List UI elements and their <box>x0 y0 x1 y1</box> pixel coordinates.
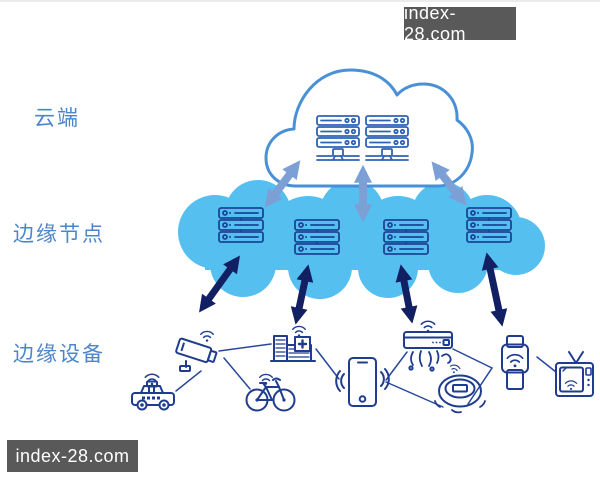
robot-vacuum-icon <box>434 363 486 414</box>
top-border-line <box>0 0 600 2</box>
air-conditioner-icon <box>403 320 453 372</box>
edge-device-arrows <box>199 252 508 327</box>
device-connection-lines <box>175 343 557 408</box>
label-cloud-layer: 云端 <box>34 107 80 130</box>
watermark-top-right: index-28.com <box>404 3 516 44</box>
bicycle-icon <box>245 373 296 412</box>
taxi-icon <box>131 373 175 411</box>
cloud-edge-arrows <box>264 160 467 223</box>
label-edge-node-layer: 边缘节点 <box>13 223 105 246</box>
cctv-camera-icon <box>175 330 218 372</box>
label-edge-device-layer: 边缘设备 <box>13 343 105 366</box>
smartphone-icon <box>335 357 390 407</box>
tv-icon <box>555 351 594 397</box>
hospital-building-icon <box>270 325 316 362</box>
watermark-bottom-left: index-28.com <box>7 440 138 472</box>
smart-watch-icon <box>501 335 529 390</box>
cloud-outline <box>264 68 474 188</box>
